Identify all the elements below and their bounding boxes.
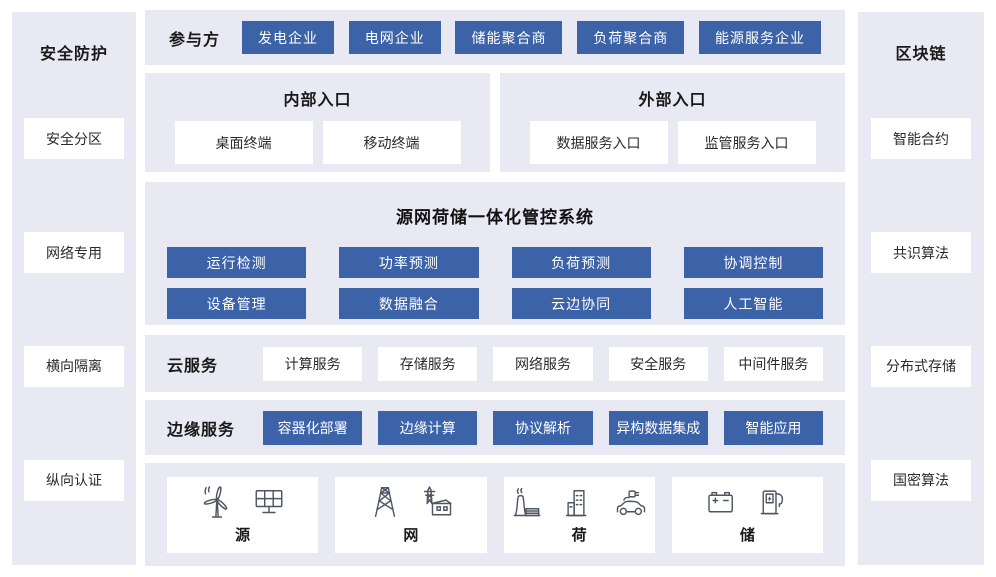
solar-panel-icon <box>255 490 283 514</box>
cloud-security-service: 安全服务 <box>608 346 708 381</box>
building-icon <box>566 490 587 517</box>
wind-turbine-icon <box>203 486 227 518</box>
electric-car-icon <box>616 490 646 516</box>
module-power-forecast: 功率预测 <box>339 247 479 278</box>
external-portal-panel: 外部入口 数据服务入口 监管服务入口 <box>500 73 845 172</box>
cloud-services-title: 云服务 <box>167 357 219 375</box>
portal-regulation-service: 监管服务入口 <box>677 121 816 164</box>
cloud-computing-service: 计算服务 <box>263 346 363 381</box>
blockchain-rail: 区块链 智能合约 共识算法 分布式存储 国密算法 <box>858 12 984 565</box>
internal-portal-panel: 内部入口 桌面终端 移动终端 <box>145 73 490 172</box>
edge-computing: 边缘计算 <box>378 410 478 445</box>
edge-protocol-parsing: 协议解析 <box>493 410 593 445</box>
participant-energy-service-company: 能源服务企业 <box>698 21 821 54</box>
module-artificial-intelligence: 人工智能 <box>683 288 823 319</box>
grid-card: 网 <box>335 476 487 553</box>
portals-row: 内部入口 桌面终端 移动终端 外部入口 数据服务入口 监管服务入口 <box>145 73 845 172</box>
middle-stack: 参与方 发电企业 电网企业 储能聚合商 负荷聚合商 能源服务企业 内部入口 桌面… <box>145 10 845 566</box>
module-load-forecast: 负荷预测 <box>511 247 651 278</box>
internal-portal-title: 内部入口 <box>283 92 352 109</box>
load-card: 荷 <box>503 476 655 553</box>
storage-label: 储 <box>739 527 755 544</box>
control-system-title: 源网荷储一体化管控系统 <box>396 208 594 227</box>
module-device-management: 设备管理 <box>167 288 307 319</box>
security-rail: 安全防护 安全分区 网络专用 横向隔离 纵向认证 <box>12 12 136 565</box>
module-operation-monitoring: 运行检测 <box>167 247 307 278</box>
rail-item-security-partition: 安全分区 <box>24 118 124 160</box>
module-grid: 运行检测 功率预测 负荷预测 协调控制 设备管理 数据融合 云边协同 人工智能 <box>145 247 845 319</box>
transmission-tower-icon <box>374 487 395 517</box>
source-card: 源 <box>167 476 319 553</box>
portal-desktop-terminal: 桌面终端 <box>174 121 313 164</box>
substation-icon <box>423 486 452 516</box>
edge-heterogeneous-data-integration: 异构数据集成 <box>608 410 708 445</box>
source-label: 源 <box>235 527 251 544</box>
rail-item-distributed-storage: 分布式存储 <box>871 345 971 387</box>
factory-icon <box>513 487 541 517</box>
participant-generation-company: 发电企业 <box>242 21 335 54</box>
battery-icon <box>708 491 734 513</box>
control-system-panel: 源网荷储一体化管控系统 运行检测 功率预测 负荷预测 协调控制 设备管理 数据融… <box>145 182 845 325</box>
grid-label: 网 <box>403 527 419 544</box>
module-cloud-edge-collaboration: 云边协同 <box>511 288 651 319</box>
cloud-storage-service: 存储服务 <box>378 346 478 381</box>
participants-title: 参与方 <box>169 31 221 49</box>
rail-item-dedicated-network: 网络专用 <box>24 232 124 274</box>
charging-station-icon <box>761 490 784 515</box>
participants-panel: 参与方 发电企业 电网企业 储能聚合商 负荷聚合商 能源服务企业 <box>145 10 845 65</box>
rail-item-vertical-authentication: 纵向认证 <box>24 459 124 501</box>
resources-panel: 源 <box>145 463 845 566</box>
participant-grid-company: 电网企业 <box>348 21 441 54</box>
edge-services-title: 边缘服务 <box>167 421 236 439</box>
participants-chip-row: 发电企业 电网企业 储能聚合商 负荷聚合商 能源服务企业 <box>242 21 821 54</box>
cloud-network-service: 网络服务 <box>493 346 593 381</box>
blockchain-rail-items: 智能合约 共识算法 分布式存储 国密算法 <box>858 64 984 565</box>
storage-card: 储 <box>671 476 823 553</box>
security-rail-title: 安全防护 <box>39 46 108 63</box>
edge-services-panel: 边缘服务 容器化部署 边缘计算 协议解析 异构数据集成 智能应用 <box>145 400 845 455</box>
cloud-middleware-service: 中间件服务 <box>723 346 824 381</box>
portal-data-service: 数据服务入口 <box>529 121 668 164</box>
portal-mobile-terminal: 移动终端 <box>322 121 461 164</box>
load-label: 荷 <box>571 527 587 544</box>
cloud-services-panel: 云服务 计算服务 存储服务 网络服务 安全服务 中间件服务 <box>145 335 845 392</box>
external-portal-title: 外部入口 <box>638 92 707 109</box>
module-data-fusion: 数据融合 <box>339 288 479 319</box>
rail-item-consensus-algorithm: 共识算法 <box>871 232 971 274</box>
module-coordination-control: 协调控制 <box>683 247 823 278</box>
blockchain-rail-title: 区块链 <box>895 46 947 63</box>
participant-load-aggregator: 负荷聚合商 <box>577 21 685 54</box>
rail-item-horizontal-isolation: 横向隔离 <box>24 345 124 387</box>
participant-storage-aggregator: 储能聚合商 <box>455 21 563 54</box>
rail-item-smart-contract: 智能合约 <box>871 118 971 160</box>
security-rail-items: 安全分区 网络专用 横向隔离 纵向认证 <box>12 64 136 565</box>
rail-item-national-crypto-algorithm: 国密算法 <box>871 459 971 501</box>
edge-containerized-deployment: 容器化部署 <box>263 410 363 445</box>
edge-intelligent-application: 智能应用 <box>723 410 824 445</box>
